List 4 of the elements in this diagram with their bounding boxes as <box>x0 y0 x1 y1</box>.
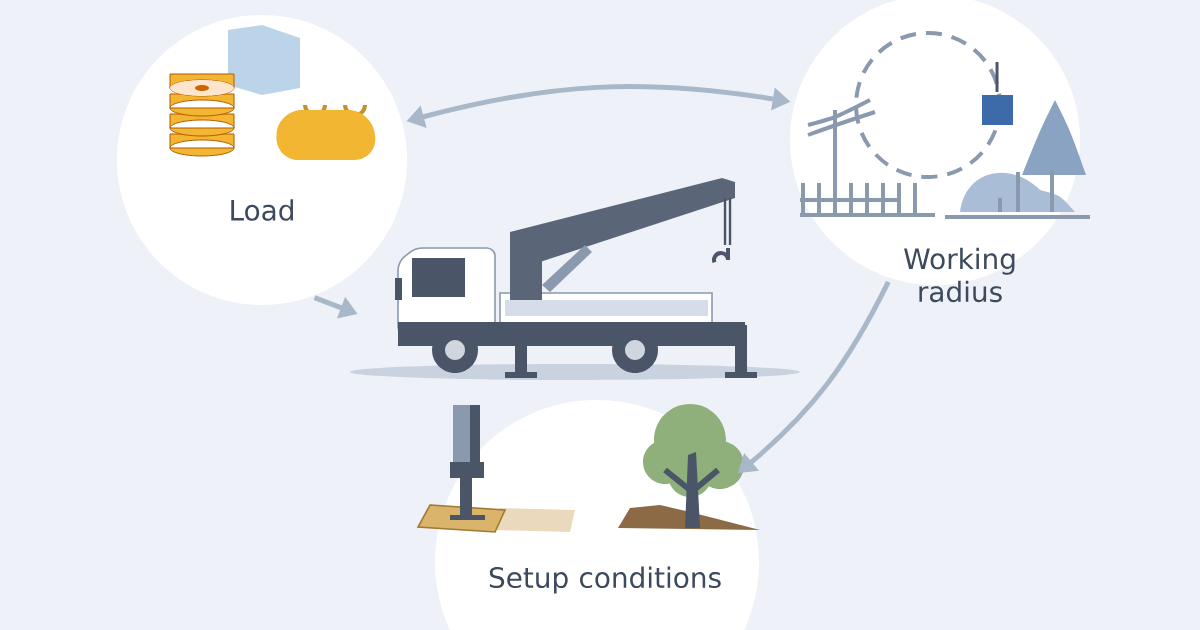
node-label: Load <box>231 199 293 221</box>
node-label: Working radius <box>904 247 1015 303</box>
node-label: Setup conditions <box>489 566 721 594</box>
crane-truck-drawing <box>350 178 800 380</box>
